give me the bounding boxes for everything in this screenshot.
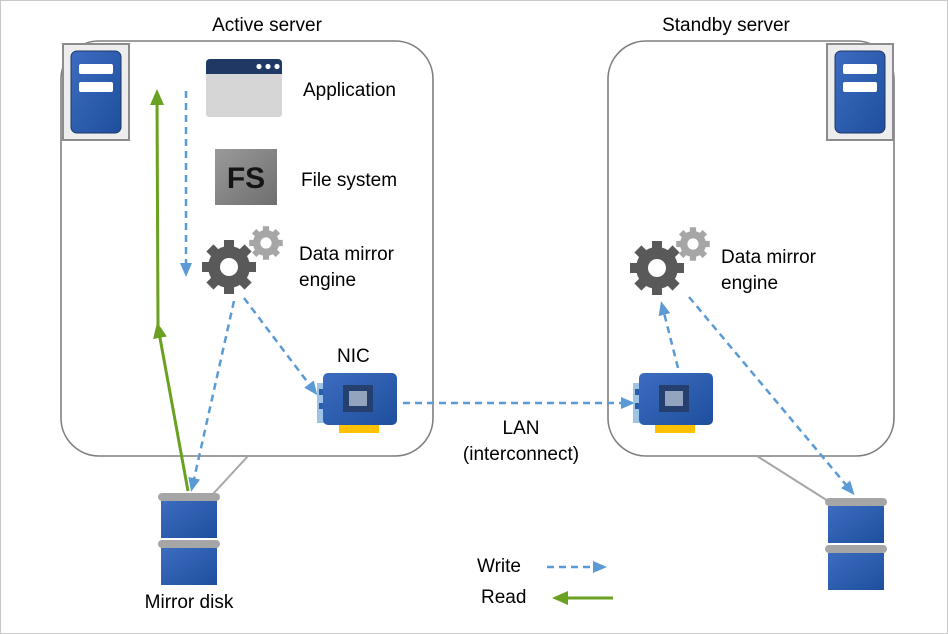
- mirror-disk-label: Mirror disk: [144, 592, 234, 613]
- read-arrow-disk-to-engine: [153, 322, 190, 492]
- write-arrow-engine-to-mirror-disk: [188, 300, 236, 492]
- write-arrow-nic-to-engine-standby: [658, 301, 680, 369]
- write-arrow-engine-to-disk-standby: [688, 296, 855, 496]
- standby-disk-connector-line: [756, 455, 829, 502]
- lan-interconnect-label: LAN (interconnect): [462, 418, 580, 466]
- active-disk-connector-line: [212, 455, 249, 495]
- nic-icon-active: [317, 373, 397, 433]
- active-server-title: Active server: [212, 15, 322, 36]
- file-system-label: File system: [301, 170, 398, 191]
- standby-server-title: Standby server: [662, 15, 790, 36]
- standby-disk-icon: [825, 498, 887, 590]
- read-arrow-engine-to-app: [150, 89, 165, 328]
- mirror-disk-icon: [158, 493, 220, 585]
- application-label: Application: [303, 80, 396, 101]
- file-system-icon: [215, 149, 277, 205]
- standby-server-box: [607, 40, 895, 457]
- nic-icon-standby: [633, 373, 713, 433]
- fs-icon-text: FS: [227, 162, 265, 195]
- server-tower-icon-standby: [826, 43, 894, 141]
- legend-write-label: Write: [477, 556, 521, 577]
- data-mirror-engine-label-active: Data mirror engine: [299, 244, 395, 292]
- write-arrow-engine-to-nic: [243, 297, 318, 396]
- legend-read-label: Read: [481, 587, 527, 608]
- application-icon: [206, 59, 282, 117]
- nic-label: NIC: [337, 346, 370, 367]
- data-mirror-engine-label-standby: Data mirror engine: [721, 247, 817, 295]
- server-tower-icon-active: [62, 43, 130, 141]
